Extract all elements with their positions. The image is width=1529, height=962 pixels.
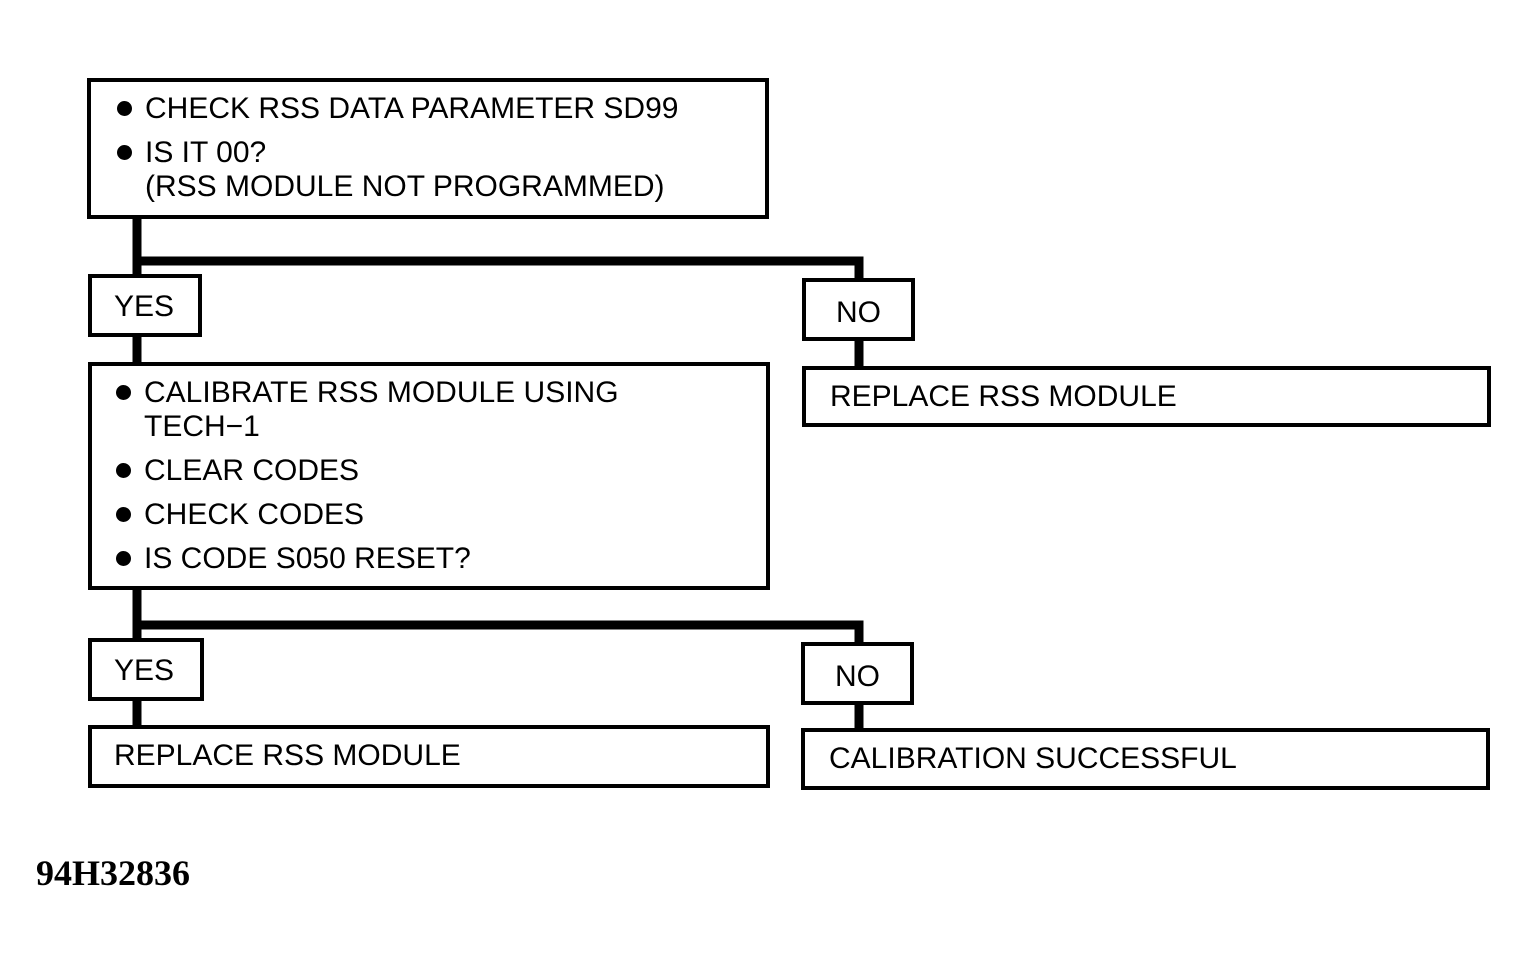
result-calibration-successful-text: CALIBRATION SUCCESSFUL bbox=[829, 742, 1237, 775]
step2-box: CALIBRATE RSS MODULE USING TECH−1 CLEAR … bbox=[88, 362, 770, 590]
figure-id: 94H32836 bbox=[36, 853, 191, 893]
connector-step2-no bbox=[132, 620, 864, 649]
yes-box-1: YES bbox=[88, 274, 202, 337]
step2-item-1: CALIBRATE RSS MODULE USING TECH−1 bbox=[114, 376, 664, 444]
step1-item-2: IS IT 00? (RSS MODULE NOT PROGRAMMED) bbox=[115, 136, 765, 204]
step2-item-4: IS CODE S050 RESET? bbox=[114, 542, 766, 576]
result-replace-module-2: REPLACE RSS MODULE bbox=[88, 725, 770, 788]
step1-item-1: CHECK RSS DATA PARAMETER SD99 bbox=[115, 92, 765, 126]
result-calibration-successful: CALIBRATION SUCCESSFUL bbox=[801, 728, 1490, 790]
no-box-1: NO bbox=[802, 278, 915, 341]
no-label-2: NO bbox=[835, 660, 880, 693]
connector-step1-no bbox=[132, 256, 864, 285]
step2-item-3: CHECK CODES bbox=[114, 498, 766, 532]
no-label-1: NO bbox=[836, 296, 881, 329]
step1-note: (RSS MODULE NOT PROGRAMMED) bbox=[145, 170, 665, 203]
result-replace-module-2-text: REPLACE RSS MODULE bbox=[114, 739, 461, 772]
no-box-2: NO bbox=[801, 642, 914, 705]
step1-box: CHECK RSS DATA PARAMETER SD99 IS IT 00? … bbox=[87, 78, 769, 219]
yes-label-2: YES bbox=[114, 654, 175, 687]
yes-label-1: YES bbox=[114, 290, 175, 323]
step2-item-2: CLEAR CODES bbox=[114, 454, 766, 488]
step1-question: IS IT 00? bbox=[145, 136, 267, 169]
yes-box-2: YES bbox=[88, 638, 204, 701]
result-replace-module-1-text: REPLACE RSS MODULE bbox=[830, 380, 1177, 413]
result-replace-module-1: REPLACE RSS MODULE bbox=[802, 366, 1491, 427]
